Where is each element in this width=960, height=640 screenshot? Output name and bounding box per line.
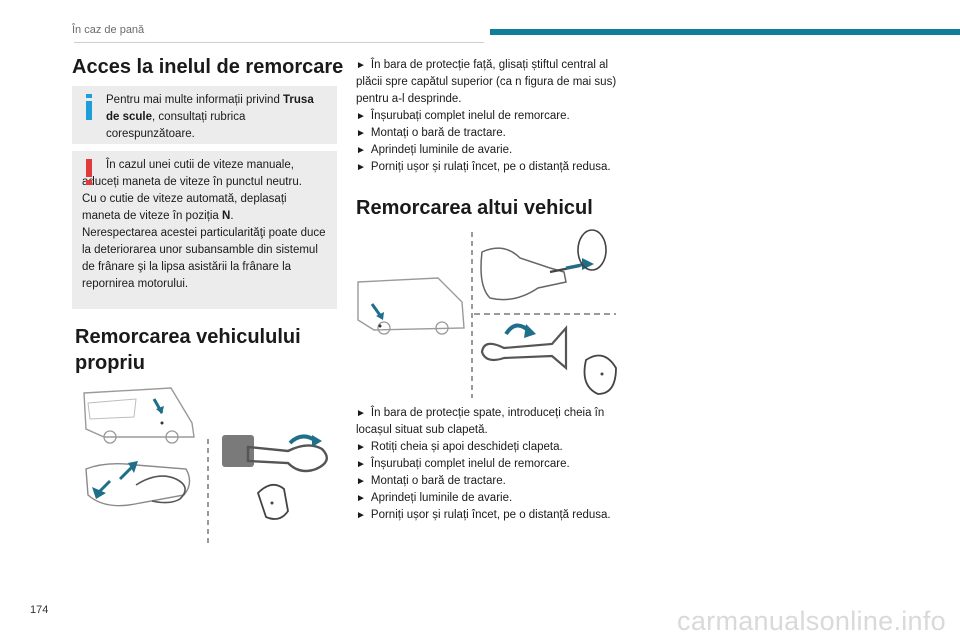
other-step-1: ►În bara de protecție spate, introduceți… (356, 407, 605, 436)
other-step-6: ►Porniți ușor și rulați încet, pe o dist… (356, 509, 611, 521)
other-vehicle-steps: ►În bara de protecție spate, introduceți… (356, 405, 626, 524)
other-step-4: ►Montați o bară de tractare. (356, 475, 506, 487)
own-step-1: ►În bara de protecție față, glisați știf… (356, 59, 617, 105)
info-box: Pentru mai multe informații privind Trus… (72, 86, 337, 144)
rear-towing-figure (354, 228, 619, 400)
other-vehicle-heading: Remorcarea altui vehicul (356, 197, 593, 219)
warning-icon (86, 159, 92, 185)
header-rule (74, 42, 484, 43)
info-text: Pentru mai multe informații privind Trus… (106, 94, 314, 140)
header-section-title: În caz de pană (72, 24, 145, 36)
page-number: 174 (30, 604, 49, 616)
warning-box: În cazul unei cutii de viteze manuale, a… (72, 151, 337, 309)
main-heading: Acces la inelul de remorcare (72, 56, 344, 78)
own-vehicle-steps: ►În bara de protecție față, glisați știf… (356, 57, 626, 176)
own-vehicle-heading: Remorcarea vehiculului propriu (75, 326, 301, 374)
other-step-3: ►Înșurubați complet inelul de remorcare. (356, 458, 570, 470)
warning-line-3: Nerespectarea acestei particularităţi po… (82, 227, 326, 290)
front-towing-figure (76, 383, 336, 548)
own-step-5: ►Porniți ușor și rulați încet, pe o dist… (356, 161, 611, 173)
other-step-5: ►Aprindeți luminile de avarie. (356, 492, 513, 504)
own-step-4: ►Aprindeți luminile de avarie. (356, 144, 513, 156)
warning-line-2: Cu o cutie de viteze automată, deplasați… (82, 193, 287, 222)
other-step-2: ►Rotiți cheia și apoi deschideți clapeta… (356, 441, 563, 453)
own-step-2: ►Înșurubați complet inelul de remorcare. (356, 110, 570, 122)
info-icon (86, 94, 92, 120)
watermark-text: carmanualsonline.info (677, 606, 946, 636)
header-accent-bar (490, 29, 960, 35)
own-step-3: ►Montați o bară de tractare. (356, 127, 506, 139)
warning-line-1: În cazul unei cutii de viteze manuale, a… (82, 159, 302, 188)
